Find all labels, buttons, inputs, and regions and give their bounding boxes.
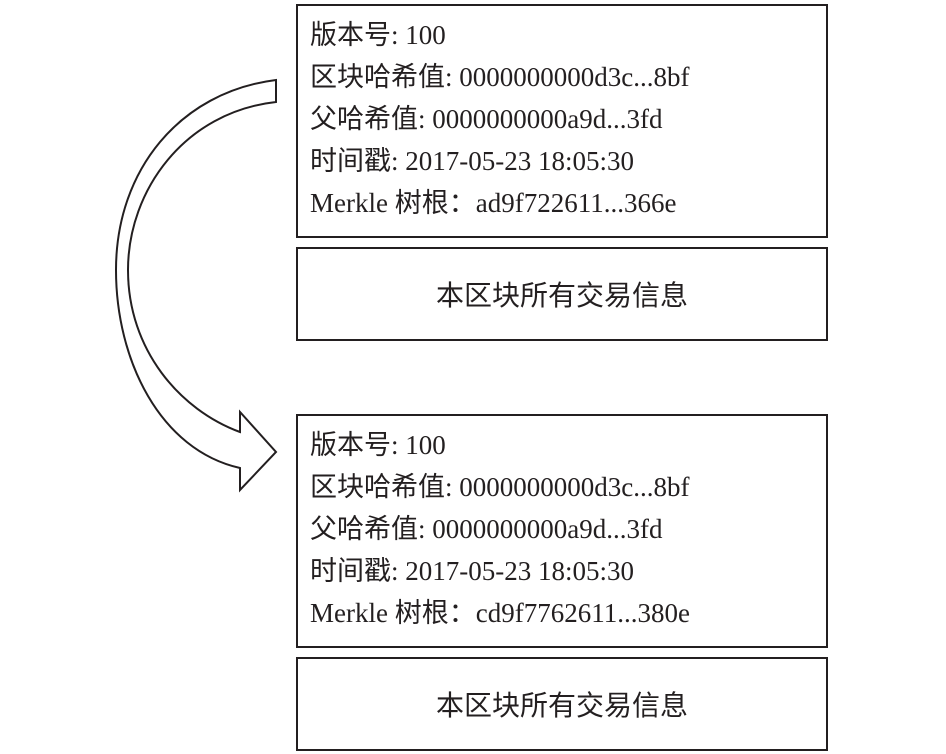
block-1-merkle-root: Merkle 树根：ad9f722611...366e bbox=[310, 188, 677, 218]
block-2-header: 版本号: 100 区块哈希值: 0000000000d3c...8bf 父哈希值… bbox=[296, 414, 828, 648]
block-2-transactions: 本区块所有交易信息 bbox=[296, 657, 828, 751]
block-1-header: 版本号: 100 区块哈希值: 0000000000d3c...8bf 父哈希值… bbox=[296, 4, 828, 238]
block-2-hash: 区块哈希值: 0000000000d3c...8bf bbox=[310, 472, 690, 502]
block-1-hash: 区块哈希值: 0000000000d3c...8bf bbox=[310, 62, 690, 92]
block-1-version: 版本号: 100 bbox=[310, 20, 446, 50]
block-1-transactions-label: 本区块所有交易信息 bbox=[435, 281, 688, 312]
block-2-timestamp: 时间戳: 2017-05-23 18:05:30 bbox=[310, 556, 634, 586]
block-2-merkle-root: Merkle 树根：cd9f7762611...380e bbox=[310, 598, 690, 628]
block-1-transactions: 本区块所有交易信息 bbox=[296, 247, 828, 341]
block-2-parent-hash: 父哈希值: 0000000000a9d...3fd bbox=[310, 514, 663, 544]
block-1-timestamp: 时间戳: 2017-05-23 18:05:30 bbox=[310, 146, 634, 176]
block-2-transactions-label: 本区块所有交易信息 bbox=[435, 691, 688, 722]
block-2-version: 版本号: 100 bbox=[310, 430, 446, 460]
block-1-parent-hash: 父哈希值: 0000000000a9d...3fd bbox=[310, 104, 663, 134]
